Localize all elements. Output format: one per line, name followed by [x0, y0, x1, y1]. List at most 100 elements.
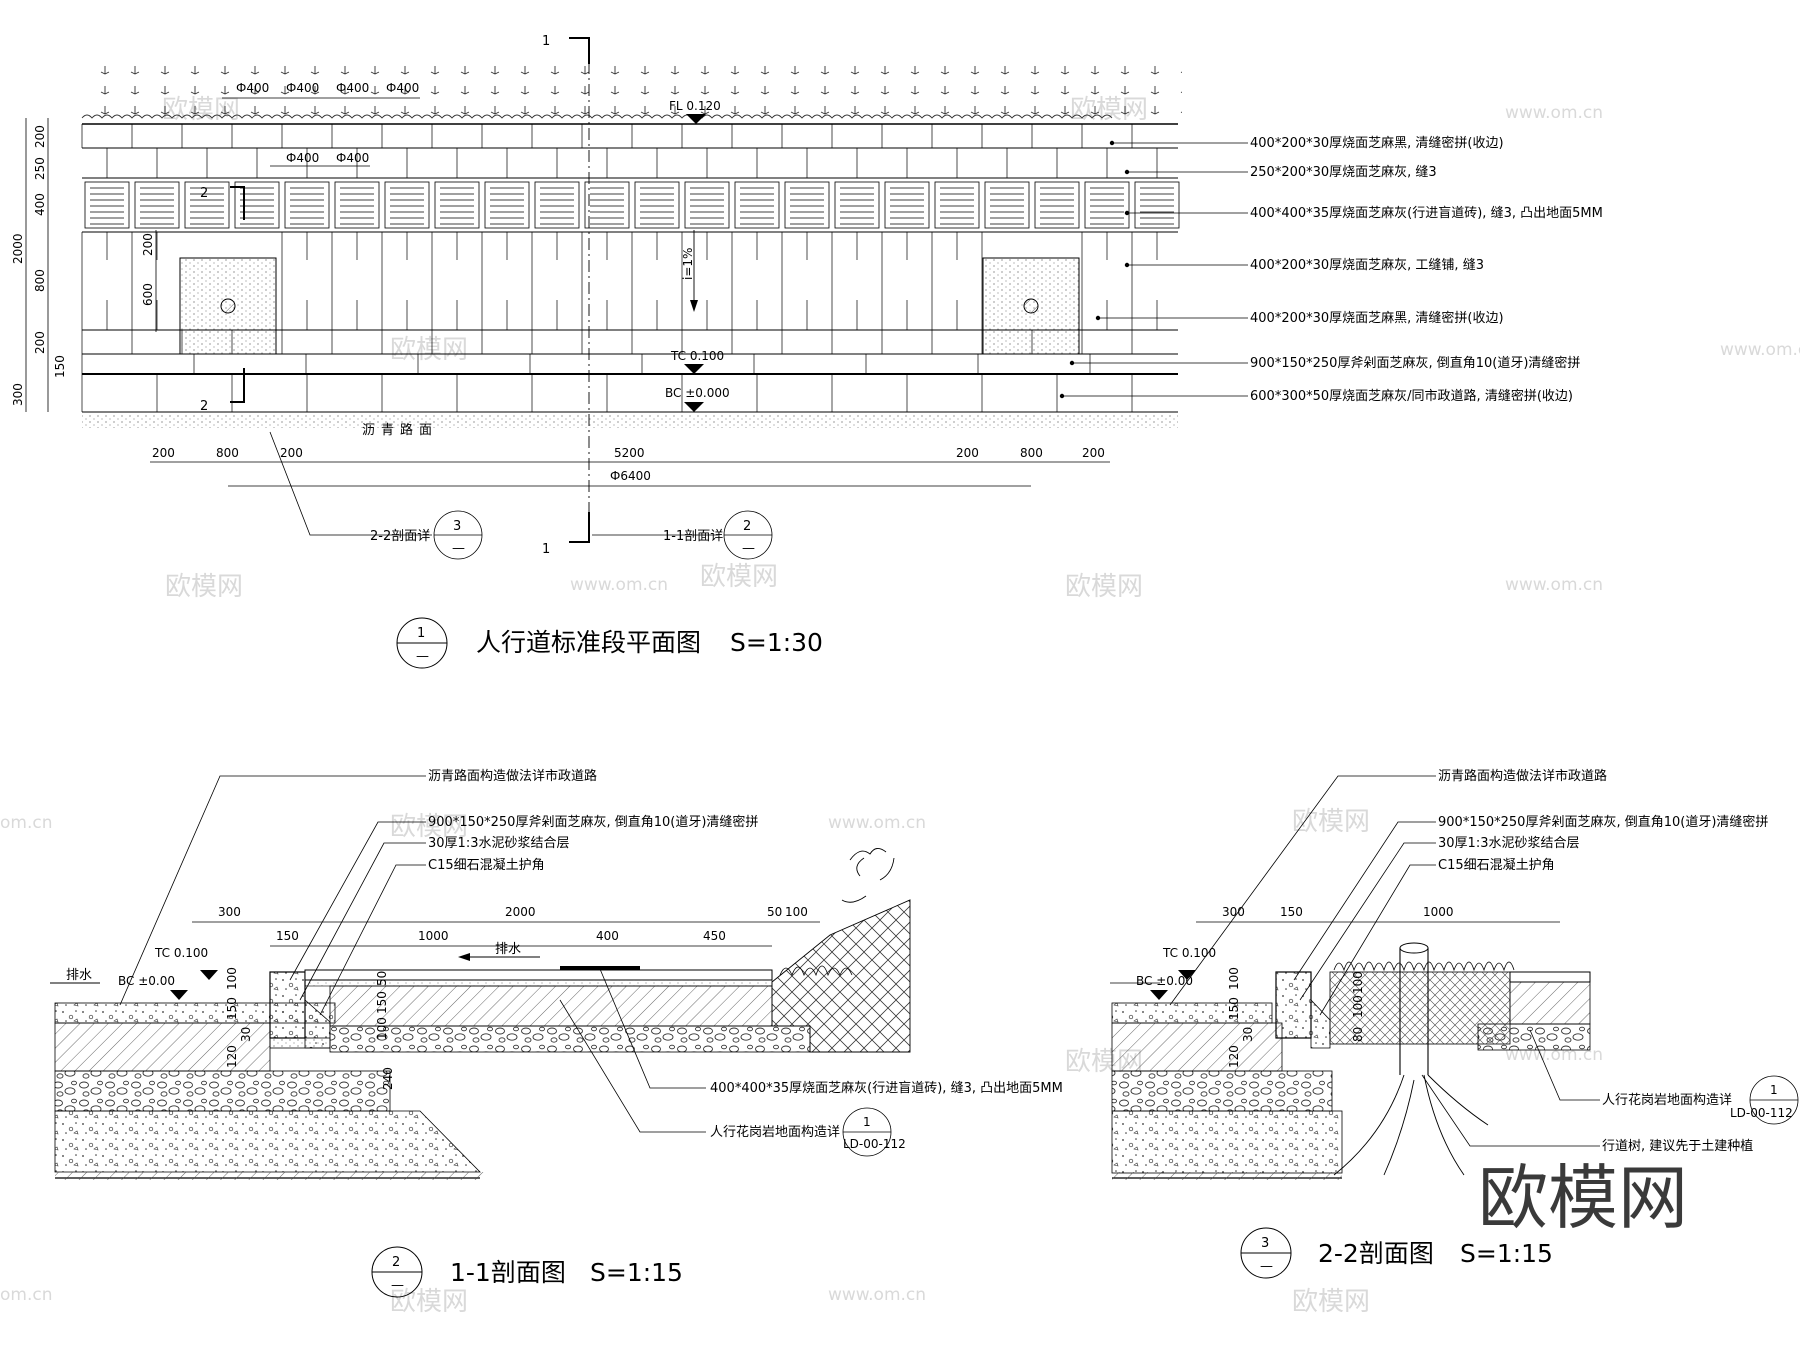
plan-bottom-dims [150, 461, 1110, 487]
s1-ref-code: LD-00-112 [843, 1137, 906, 1151]
plan-spacing-1: Ф400 [236, 81, 269, 95]
plan-title: 人行道标准段平面图 [476, 628, 701, 657]
plan-callout-7: 600*300*50厚烧面芝麻灰/同市政道路, 清缝密拼(收边) [1250, 388, 1573, 404]
plan-callout-1: 400*200*30厚烧面芝麻黑, 清缝密拼(收边) [1250, 135, 1504, 151]
plan-road-texture [82, 414, 1178, 428]
svg-text:www.om.cn: www.om.cn [828, 1285, 926, 1305]
plan-dim-800: 800 [33, 269, 47, 292]
plan-spacing-4: Ф400 [386, 81, 419, 95]
svg-text:www.om.cn: www.om.cn [1505, 575, 1603, 595]
svg-text:欧模网: 欧模网 [165, 572, 243, 602]
s2-note-1: 沥青路面构造做法详市政道路 [1438, 768, 1607, 784]
plan-bdim-1: 200 [152, 446, 175, 460]
plan-callout-leaders [1059, 140, 1248, 399]
s1-note-5: 400*400*35厚烧面芝麻灰(行进盲道砖), 缝3, 凸出地面5MM [710, 1080, 1063, 1096]
s2-dim-1000: 1000 [1423, 905, 1454, 919]
s1-dim-50: 50 [767, 905, 782, 919]
plan-detail-ref-2-2-sub: — [452, 541, 465, 556]
plan-planting-strip [81, 62, 1182, 120]
plan-level-tc: TC 0.100 [670, 349, 724, 363]
plan-paving-joints [81, 124, 1158, 412]
svg-text:www.om.cn: www.om.cn [570, 575, 668, 595]
plan-dim-250: 250 [33, 157, 47, 180]
plan-road-label: 沥青路面 [362, 422, 438, 438]
plan-slope-label: i=1% [681, 248, 695, 280]
s1-vdim-150b: 150 [375, 991, 389, 1014]
plan-detail-ref-leaders [269, 431, 773, 560]
s1-vdim-240: 240 [381, 1067, 395, 1090]
s2-level-bc: BC ±0.00 [1136, 974, 1193, 988]
s1-note-3: 30厚1:3水泥砂浆结合层 [428, 836, 569, 851]
s2-note-5: 人行花岗岩地面构造详 [1602, 1092, 1732, 1108]
plan-detail-ref-2-2-label: 2-2剖面详 [370, 529, 430, 544]
plan-callout-4: 400*200*30厚烧面芝麻灰, 工缝铺, 缝3 [1250, 257, 1484, 273]
svg-text:欧模网: 欧模网 [1292, 1287, 1370, 1317]
svg-text:欧模网: 欧模网 [1292, 807, 1370, 837]
svg-text:欧模网: 欧模网 [700, 562, 778, 592]
svg-text:欧模网: 欧模网 [1065, 572, 1143, 602]
svg-text:www.om.cn: www.om.cn [828, 813, 926, 833]
s2-level-tc: TC 0.100 [1162, 946, 1216, 960]
s2-note-3: 30厚1:3水泥砂浆结合层 [1438, 836, 1579, 851]
s1-dim-2000: 2000 [505, 905, 536, 919]
s2-scale: S=1:15 [1460, 1239, 1553, 1268]
plan-dim-400: 400 [33, 193, 47, 216]
section-mark-1-bottom: 1 [542, 542, 550, 557]
plan-bdim-total: Ф6400 [610, 469, 651, 483]
site-logo: 欧模网 [1478, 1157, 1688, 1239]
svg-text:欧模网: 欧模网 [390, 812, 468, 842]
s1-dim-100: 100 [785, 905, 808, 919]
plan-spacing-2: Ф400 [286, 81, 319, 95]
s1-ref-num: 1 [863, 1115, 871, 1129]
svg-text:www.om.cn: www.om.cn [1720, 340, 1800, 360]
s2-vdim-150: 150 [1227, 997, 1241, 1020]
svg-text:www.om.cn: www.om.cn [1505, 103, 1603, 123]
plan-tree-pit-left [179, 257, 277, 355]
plan-scale: S=1:30 [730, 628, 823, 657]
s1-note-1: 沥青路面构造做法详市政道路 [428, 768, 597, 784]
plan-spacing-6: Ф400 [336, 151, 369, 165]
s1-note-4: C15细石混凝土护角 [428, 857, 545, 873]
s2-vdim-30: 30 [1241, 1027, 1255, 1042]
s2-title-sub: — [1260, 1259, 1273, 1274]
s2-vdim-120: 120 [1227, 1045, 1241, 1068]
s2-note-6: 行道树, 建议先于土建种植 [1602, 1139, 1753, 1154]
svg-text:欧模网: 欧模网 [390, 335, 468, 365]
s2-vdim-100b: 100 [1351, 971, 1365, 994]
section-1-1: 排水 排水 TC 0.100 BC ±0.00 300 2000 50 100 … [50, 768, 1063, 1298]
plan-callout-5: 400*200*30厚烧面芝麻黑, 清缝密拼(收边) [1250, 310, 1504, 326]
s1-scale: S=1:15 [590, 1258, 683, 1287]
s2-dim-300: 300 [1222, 905, 1245, 919]
plan-dim-200b: 200 [33, 331, 47, 354]
s2-title: 2-2剖面图 [1318, 1239, 1434, 1268]
s1-title: 1-1剖面图 [450, 1258, 566, 1287]
plan-bdim-6: 800 [1020, 446, 1043, 460]
s2-note-4: C15细石混凝土护角 [1438, 857, 1555, 873]
section-mark-2-bottom: 2 [200, 399, 208, 414]
s1-dim-150: 150 [276, 929, 299, 943]
svg-text:欧模网: 欧模网 [390, 1287, 468, 1317]
plan-bdim-3: 200 [280, 446, 303, 460]
s1-note-6: 人行花岗岩地面构造详 [710, 1124, 840, 1140]
plan-dim-inner-600: 600 [141, 283, 155, 306]
s2-ref-num: 1 [1770, 1083, 1778, 1097]
s1-vdim-150: 150 [225, 997, 239, 1020]
s1-vdim-30: 30 [239, 1027, 253, 1042]
s1-dim-400: 400 [596, 929, 619, 943]
s1-level-bc: BC ±0.00 [118, 974, 175, 988]
s1-vdim-50: 50 [375, 971, 389, 986]
plan-view: 沥青路面 1 1 2 2 FL 0.120 TC 0.100 BC ±0.000 [11, 34, 1603, 669]
s1-vdim-100b: 100 [375, 1017, 389, 1040]
s2-vdim-80: 80 [1351, 1027, 1365, 1042]
plan-bdim-4: 5200 [614, 446, 645, 460]
plan-callout-6: 900*150*250厚斧剁面芝麻灰, 倒直角10(道牙)清缝密拼 [1250, 355, 1580, 371]
plan-title-num: 1 [417, 626, 425, 641]
s2-ref-code: LD-00-112 [1730, 1106, 1793, 1120]
s1-level-tc: TC 0.100 [154, 946, 208, 960]
plan-title-symbol [396, 617, 448, 669]
section-mark-2-top: 2 [200, 186, 208, 201]
plan-detail-ref-1-1-num: 2 [743, 519, 751, 534]
svg-text:om.cn: om.cn [0, 813, 53, 833]
plan-title-sub: — [416, 649, 429, 664]
